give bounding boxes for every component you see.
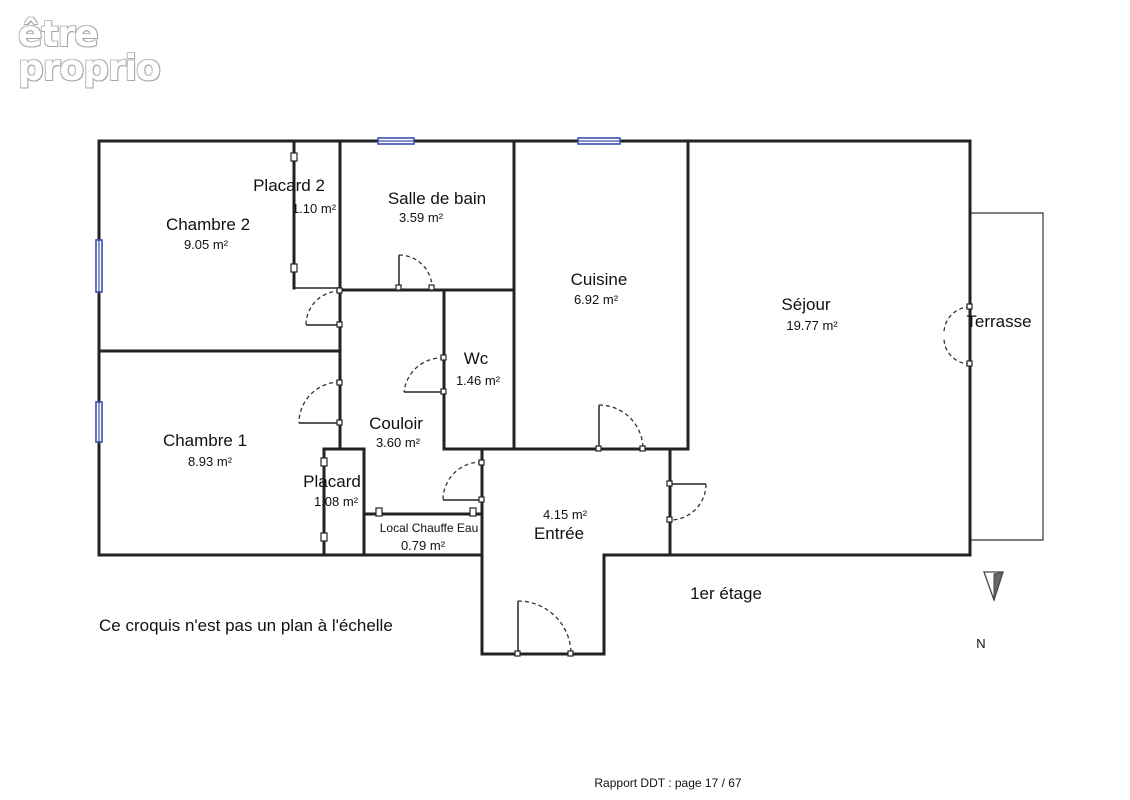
door-icon <box>666 480 707 523</box>
door-icon <box>395 254 435 291</box>
room-area-entree: 4.15 m² <box>543 507 588 522</box>
window-icon <box>95 239 103 293</box>
logo-line-1: être <box>18 14 99 55</box>
door-icon <box>305 287 343 328</box>
room-area-chambre-1: 8.93 m² <box>188 454 233 469</box>
room-area-cuisine: 6.92 m² <box>574 292 619 307</box>
room-name-entree: Entrée <box>534 524 584 543</box>
north-arrow-icon <box>983 571 1004 603</box>
scale-disclaimer: Ce croquis n'est pas un plan à l'échelle <box>99 616 393 635</box>
logo-line-2: proprio <box>18 48 161 90</box>
room-name-local-chauffe-eau: Local Chauffe Eau <box>380 521 479 535</box>
door-icon <box>595 404 646 452</box>
floor-label: 1er étage <box>690 584 762 603</box>
compass-label: N <box>976 636 985 651</box>
door-icon <box>403 354 447 395</box>
closet-marker-icon <box>290 152 477 542</box>
room-area-salle-de-bain: 3.59 m² <box>399 210 444 225</box>
double-door-icon <box>943 303 973 367</box>
room-name-sejour: Séjour <box>781 295 830 314</box>
window-icon <box>377 137 415 145</box>
window-icon <box>95 401 103 443</box>
room-name-cuisine: Cuisine <box>571 270 628 289</box>
room-area-local-chauffe-eau: 0.79 m² <box>401 538 446 553</box>
window-icon <box>577 137 621 145</box>
door-icon <box>442 459 485 503</box>
room-name-placard: Placard <box>303 472 361 491</box>
room-name-salle-de-bain: Salle de bain <box>388 189 486 208</box>
room-area-placard: 1.08 m² <box>314 494 359 509</box>
room-name-chambre-2: Chambre 2 <box>166 215 250 234</box>
room-area-wc: 1.46 m² <box>456 373 501 388</box>
exterior-walls <box>97 139 972 656</box>
door-icon <box>514 600 574 657</box>
room-area-couloir: 3.60 m² <box>376 435 421 450</box>
room-area-sejour: 19.77 m² <box>786 318 838 333</box>
room-name-chambre-1: Chambre 1 <box>163 431 247 450</box>
terrasse-outline <box>970 212 1044 541</box>
room-area-placard-2: 1.10 m² <box>292 201 337 216</box>
room-name-couloir: Couloir <box>369 414 423 433</box>
room-name-terrasse: Terrasse <box>966 312 1031 331</box>
page-footer: Rapport DDT : page 17 / 67 <box>594 776 742 790</box>
interior-walls <box>97 139 690 557</box>
room-area-chambre-2: 9.05 m² <box>184 237 229 252</box>
room-name-wc: Wc <box>464 349 489 368</box>
etre-proprio-logo: être proprio <box>18 14 161 90</box>
door-icon <box>298 379 343 426</box>
room-name-placard-2: Placard 2 <box>253 176 325 195</box>
